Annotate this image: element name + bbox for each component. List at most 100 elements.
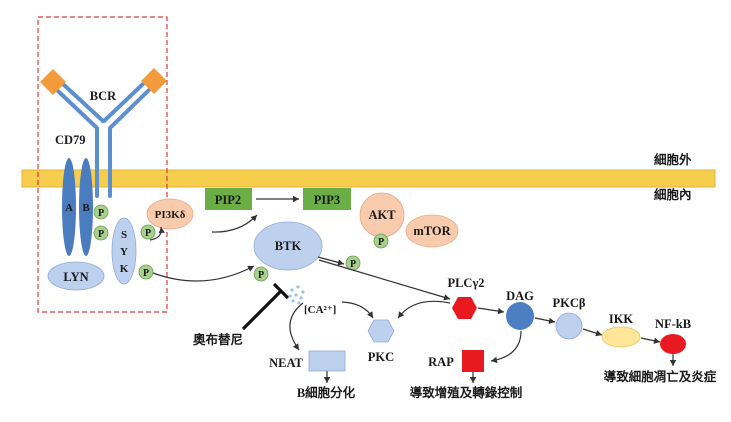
intracellular-label: 細胞內 xyxy=(654,187,692,202)
phospho-site-cd79b-2: P xyxy=(93,225,109,241)
pkcb-shape xyxy=(555,312,583,340)
plcg2-shape xyxy=(452,297,477,319)
pi3k-shape xyxy=(146,198,194,230)
arrowhead xyxy=(443,294,450,301)
b-cell-differentiation-label: B細胞分化 xyxy=(297,385,356,400)
dag-shape xyxy=(506,302,534,330)
plcg2: PLCγ2 xyxy=(447,276,485,319)
syk-letter-k: K xyxy=(120,263,129,275)
arrowhead xyxy=(497,307,504,315)
pip2-label: PIP2 xyxy=(215,193,241,207)
syk-letter-s: S xyxy=(121,229,127,241)
mtor-label: mTOR xyxy=(413,224,451,238)
calcium-dot xyxy=(288,294,292,298)
bcr-left-heavy-chain xyxy=(56,89,99,198)
cell-membrane: 細胞外 細胞內 xyxy=(21,152,716,202)
arrowhead xyxy=(247,265,254,272)
bcr-receptor: BCR xyxy=(40,68,167,198)
calcium-dots xyxy=(288,285,305,305)
nfkb-label: NF-kB xyxy=(655,317,691,331)
phospho-circle xyxy=(373,233,389,249)
dag-to-rap-arrow xyxy=(490,330,522,362)
calcium-dot xyxy=(297,301,301,305)
pip2-shape xyxy=(205,188,252,210)
nfkb-shape xyxy=(660,334,686,354)
bcr-complex-dashed-box xyxy=(37,16,168,313)
calcium-dot xyxy=(296,285,300,289)
dag-label: DAG xyxy=(506,289,534,303)
calcium-signal: [CA²⁺] xyxy=(288,285,336,316)
arrowhead xyxy=(595,330,602,337)
calcium-dot xyxy=(290,288,294,292)
phospho-site-syk-1: P xyxy=(140,224,156,240)
phospho-label: P xyxy=(145,228,151,239)
cd79-label: CD79 xyxy=(55,133,86,147)
bcr-left-antigen-tip xyxy=(40,69,66,95)
phospho-label: P xyxy=(258,270,264,281)
ikk: IKK xyxy=(601,312,641,348)
phospho-site-btk-product: P xyxy=(345,255,361,271)
bcr-right-heavy-chain xyxy=(108,88,151,198)
apoptosis-outcome-label: 導致細胞凋亡及炎症 xyxy=(604,369,717,384)
arrowhead xyxy=(367,311,373,318)
lyn-shape xyxy=(47,261,105,291)
phospho-circle xyxy=(93,225,109,241)
mtor-shape xyxy=(405,214,459,248)
calcium-dot xyxy=(301,290,305,294)
neat-label: NEAT xyxy=(269,356,303,370)
pkc-label: PKC xyxy=(368,350,394,364)
arrowhead xyxy=(398,311,405,318)
phospho-label: P xyxy=(98,229,104,240)
calcium-dot xyxy=(299,296,303,300)
inhibition-line xyxy=(241,289,283,331)
phospho-circle xyxy=(93,204,109,220)
plcg2-to-pkc-arrow xyxy=(397,300,451,319)
phospho-site-akt: P xyxy=(373,233,389,249)
neat: NEAT xyxy=(269,350,346,372)
phospho-circle xyxy=(138,264,154,280)
lyn-label: LYN xyxy=(63,270,88,284)
calcium-to-pkc-arrow xyxy=(341,301,374,319)
cd79b-label: B xyxy=(82,202,90,214)
btk-label: BTK xyxy=(275,239,302,253)
phospho-label: P xyxy=(378,237,384,248)
phospho-site-btk: P xyxy=(253,266,269,282)
inhibition-bar xyxy=(272,282,290,300)
btk: BTK xyxy=(253,221,323,271)
rap: RAP xyxy=(428,350,484,372)
phospho-label: P xyxy=(98,208,104,219)
arrowhead xyxy=(491,356,498,364)
arrowhead xyxy=(337,259,344,266)
btk-inhibitor: 奧布替尼 xyxy=(193,282,290,347)
rap-label: RAP xyxy=(428,355,454,369)
arrowhead xyxy=(292,343,299,350)
phospho-label: P xyxy=(143,268,149,279)
bcr-left-light-chain xyxy=(62,83,105,123)
bcr-label: BCR xyxy=(90,89,117,103)
calcium-dot xyxy=(291,299,295,303)
btk-to-plcg2-arrow xyxy=(318,259,451,300)
arrowhead xyxy=(158,227,165,234)
pi3k-conversion-arrow xyxy=(211,214,258,233)
calcium-to-neat-arrow xyxy=(289,302,304,351)
phospho-label: P xyxy=(350,259,356,270)
arrowhead xyxy=(250,215,257,222)
proliferation-outcome-label: 導致增殖及轉錄控制 xyxy=(410,385,523,400)
pip2-box: PIP2 xyxy=(205,188,252,210)
syk-shape xyxy=(111,217,137,285)
pip3-shape xyxy=(303,188,351,210)
mtor: mTOR xyxy=(405,214,459,248)
arrowhead xyxy=(293,195,299,203)
neat-shape xyxy=(308,350,346,372)
pkc-beta: PKCβ xyxy=(553,296,586,340)
phospho-site-syk-2: P xyxy=(138,264,154,280)
arrowhead xyxy=(653,337,660,344)
cd79a-chain xyxy=(62,158,76,256)
phospho-site-cd79b-1: P xyxy=(93,204,109,220)
pip3-box: PIP3 xyxy=(303,188,351,210)
dag: DAG xyxy=(506,289,534,330)
calcium-label: [CA²⁺] xyxy=(304,304,336,316)
bcr-right-antigen-tip xyxy=(141,68,167,94)
rap-shape xyxy=(462,350,484,372)
